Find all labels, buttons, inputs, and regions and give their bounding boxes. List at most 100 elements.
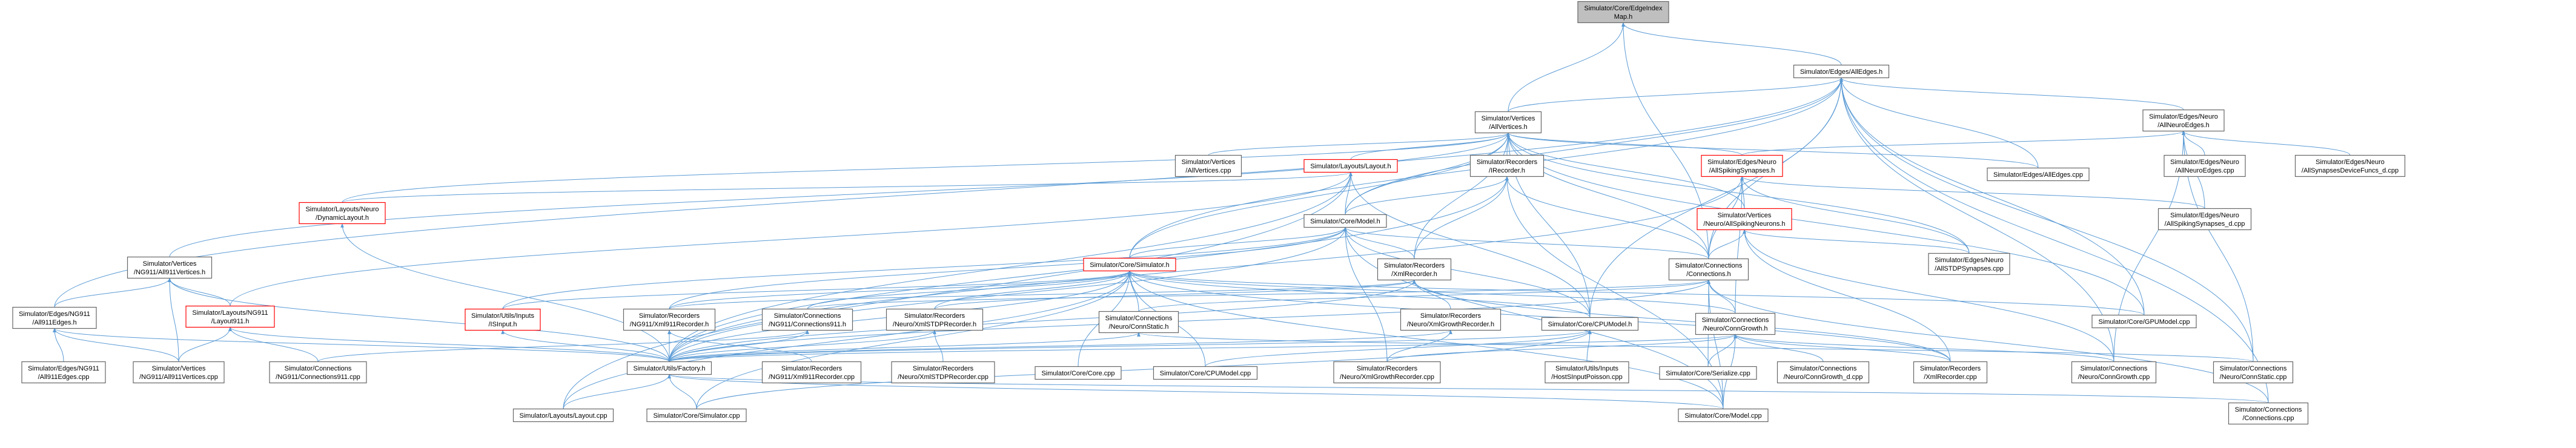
edge-gpumodelcpp-to-allvertices <box>1506 132 2145 315</box>
node-allneuroedgescpp[interactable]: Simulator/Edges/Neuro/AllNeuroEdges.cpp <box>2164 154 2246 177</box>
node-label: /Neuro/ConnStatic.cpp <box>2220 374 2287 381</box>
node-conngrowth[interactable]: Simulator/Connections/Neuro/ConnGrowth.h <box>1695 312 1776 335</box>
node-allspikingsynd[interactable]: Simulator/Edges/Neuro/AllSpikingSynapses… <box>2157 208 2252 231</box>
node-layout[interactable]: Simulator/Layouts/Layout.h <box>1303 159 1398 173</box>
node-label: Simulator/Vertices <box>1718 212 1772 219</box>
edge-serialize-to-conngrowth <box>1707 334 1737 367</box>
node-irecorder[interactable]: Simulator/Recorders/IRecorder.h <box>1469 154 1545 177</box>
node-label: Simulator/Connections <box>2235 406 2302 413</box>
edge-allspikingneurons-to-allvertices <box>1506 132 1745 209</box>
node-model[interactable]: Simulator/Core/Model.h <box>1303 214 1387 228</box>
node-label: Simulator/Core/Core.cpp <box>1041 370 1114 377</box>
edge-all911edges-to-alledges <box>54 77 1843 308</box>
node-box <box>1333 361 1441 384</box>
node-xmlstdprecorder[interactable]: Simulator/Recorders/Neuro/XmlSTDPRecorde… <box>886 308 984 331</box>
node-label: Simulator/Vertices <box>143 260 197 268</box>
node-label: /NG911/All911Vertices.h <box>134 269 205 276</box>
node-box <box>1035 366 1122 380</box>
node-cpumodel[interactable]: Simulator/Core/CPUModel.h <box>1541 317 1639 331</box>
node-box <box>1545 361 1629 384</box>
node-connectionscpp[interactable]: Simulator/Connections/Connections.cpp <box>2228 402 2309 425</box>
edge-dynamiclayout-to-layout <box>342 171 1353 203</box>
node-allverticesdevice[interactable]: Simulator/Edges/Neuro/AllSynapsesDeviceF… <box>2294 154 2406 177</box>
node-allvertices[interactable]: Simulator/Vertices/AllVertices.h <box>1474 111 1542 134</box>
edge-model-to-layout <box>1345 171 1353 215</box>
node-conngrowthd[interactable]: Simulator/Connections/Neuro/ConnGrowth_d… <box>1776 361 1870 384</box>
node-label: Simulator/Layouts/Layout.h <box>1310 163 1391 170</box>
edge-all911verticescpp-to-all911edges <box>53 328 179 362</box>
node-box <box>1987 167 2090 182</box>
node-allspiking[interactable]: Simulator/Edges/Neuro/AllSpikingSynapses… <box>1701 154 1783 177</box>
edge-connections-to-model <box>1343 226 1709 259</box>
node-all911edgescpp[interactable]: Simulator/Edges/NG911/All911Edges.cpp <box>21 361 106 384</box>
node-xml911recordercpp[interactable]: Simulator/Recorders/NG911/Xml911Recorder… <box>761 361 862 384</box>
node-label: /HostSInputPoisson.cpp <box>1551 374 1622 381</box>
node-layoutcpp[interactable]: Simulator/Layouts/Layout.cpp <box>512 408 614 423</box>
node-alledges[interactable]: Simulator/Edges/AllEdges.h <box>1793 64 1890 79</box>
node-cpumodelcpp[interactable]: Simulator/Core/CPUModel.cpp <box>1153 366 1258 380</box>
node-dynamiclayout[interactable]: Simulator/Layouts/Neuro/DynamicLayout.h <box>299 202 386 225</box>
node-simulator[interactable]: Simulator/Core/Simulator.h <box>1083 257 1176 272</box>
node-allneuroedges[interactable]: Simulator/Edges/Neuro/AllNeuroEdges.h <box>2142 109 2225 132</box>
node-label: Simulator/Connections <box>285 365 352 372</box>
node-isinput[interactable]: Simulator/Utils/Inputs/ISInput.h <box>465 308 541 331</box>
node-box <box>1400 308 1502 331</box>
node-box <box>1083 257 1176 272</box>
node-all911edges[interactable]: Simulator/Edges/NG911/All911Edges.h <box>12 306 97 329</box>
node-label: Simulator/Edges/Neuro <box>2149 113 2218 120</box>
node-xmlrecorder[interactable]: Simulator/Recorders/XmlRecorder.h <box>1377 258 1452 281</box>
node-xmlrecordercpp[interactable]: Simulator/Recorders/XmlRecorder.cpp <box>1913 361 1988 384</box>
edge-conngrowthcpp-to-allspikingneurons <box>1743 229 2114 362</box>
node-conngrowthcpp[interactable]: Simulator/Connections/Neuro/ConnGrowth.c… <box>2071 361 2157 384</box>
node-serialize[interactable]: Simulator/Core/Serialize.cpp <box>1659 366 1757 380</box>
node-hostsinput[interactable]: Simulator/Utils/Inputs/HostSInputPoisson… <box>1545 361 1629 384</box>
node-gpumodelcpp[interactable]: Simulator/Core/GPUModel.cpp <box>2091 314 2197 329</box>
node-layout911[interactable]: Simulator/Layouts/NG911/Layout911.h <box>185 305 275 328</box>
node-label: Simulator/Core/Model.cpp <box>1684 412 1761 420</box>
graph-nodes: Simulator/Core/EdgeIndexMap.hSimulator/E… <box>12 1 2406 425</box>
edge-factory-to-layout911 <box>228 326 670 362</box>
node-label: Simulator/Edges/Neuro <box>2316 159 2385 166</box>
node-all911verticescpp[interactable]: Simulator/Vertices/NG911/All911Vertices.… <box>133 361 225 384</box>
node-label: Simulator/Connections <box>2220 365 2287 372</box>
node-xmlstdprecordercpp[interactable]: Simulator/Recorders/Neuro/XmlSTDPRecorde… <box>891 361 995 384</box>
node-label: Simulator/Connections <box>1675 262 1743 269</box>
node-label: Simulator/Vertices <box>152 365 206 372</box>
node-corecpp[interactable]: Simulator/Core/Core.cpp <box>1035 366 1122 380</box>
node-connections911cpp[interactable]: Simulator/Connections/NG911/Connections9… <box>269 361 367 384</box>
node-all911vertices[interactable]: Simulator/Vertices/NG911/All911Vertices.… <box>127 256 213 279</box>
node-xmlgrowthrecorder[interactable]: Simulator/Recorders/Neuro/XmlGrowthRecor… <box>1400 308 1502 331</box>
node-allspikingneurons[interactable]: Simulator/Vertices/Neuro/AllSpikingNeuro… <box>1697 208 1792 231</box>
node-connstaticcpp[interactable]: Simulator/Connections/Neuro/ConnStatic.c… <box>2213 361 2294 384</box>
node-box <box>299 202 386 225</box>
node-allverticescpp[interactable]: Simulator/Vertices/AllVertices.cpp <box>1174 154 1242 177</box>
node-box <box>1697 208 1792 231</box>
edge-factory-to-connstatic <box>669 332 1141 362</box>
graph-edges <box>53 22 2351 409</box>
edge-allverticescpp-to-allvertices <box>1208 132 1510 156</box>
node-label: Simulator/Core/Simulator.h <box>1090 262 1169 269</box>
edge-connstaticcpp-to-alledges <box>1839 77 2254 362</box>
edge-all911edges-to-all911vertices <box>54 277 171 308</box>
node-xmlgrowthrecordercpp[interactable]: Simulator/Recorders/Neuro/XmlGrowthRecor… <box>1333 361 1441 384</box>
node-allstdp[interactable]: Simulator/Edges/Neuro/AllSTDPSynapses.cp… <box>1928 252 2010 275</box>
edge-xmlgrowthrecordercpp-to-xmlgrowthrecorder <box>1386 329 1452 362</box>
edge-factory-to-cpumodel <box>669 329 1592 362</box>
node-connections911[interactable]: Simulator/Connections/NG911/Connections9… <box>761 308 853 331</box>
node-box <box>623 308 716 331</box>
node-box <box>1776 361 1870 384</box>
node-factory[interactable]: Simulator/Utils/Factory.h <box>626 361 712 375</box>
node-box <box>1913 361 1988 384</box>
node-alledgescpp[interactable]: Simulator/Edges/AllEdges.cpp <box>1987 167 2090 182</box>
node-connstatic[interactable]: Simulator/Connections/Neuro/ConnStatic.h <box>1098 311 1179 334</box>
node-label: Simulator/Utils/Inputs <box>471 312 534 320</box>
node-connections[interactable]: Simulator/Connections/Connections.h <box>1668 258 1749 281</box>
node-label: /NG911/All911Vertices.cpp <box>139 374 218 381</box>
node-modelcpp[interactable]: Simulator/Core/Model.cpp <box>1678 408 1769 423</box>
edge-allstdp-to-allspiking <box>1740 176 1970 254</box>
node-simulatorcpp[interactable]: Simulator/Core/Simulator.cpp <box>646 408 747 423</box>
node-xml911recorder[interactable]: Simulator/Recorders/NG911/Xml911Recorder… <box>623 308 716 331</box>
edge-connections911-to-simulator <box>807 270 1131 309</box>
